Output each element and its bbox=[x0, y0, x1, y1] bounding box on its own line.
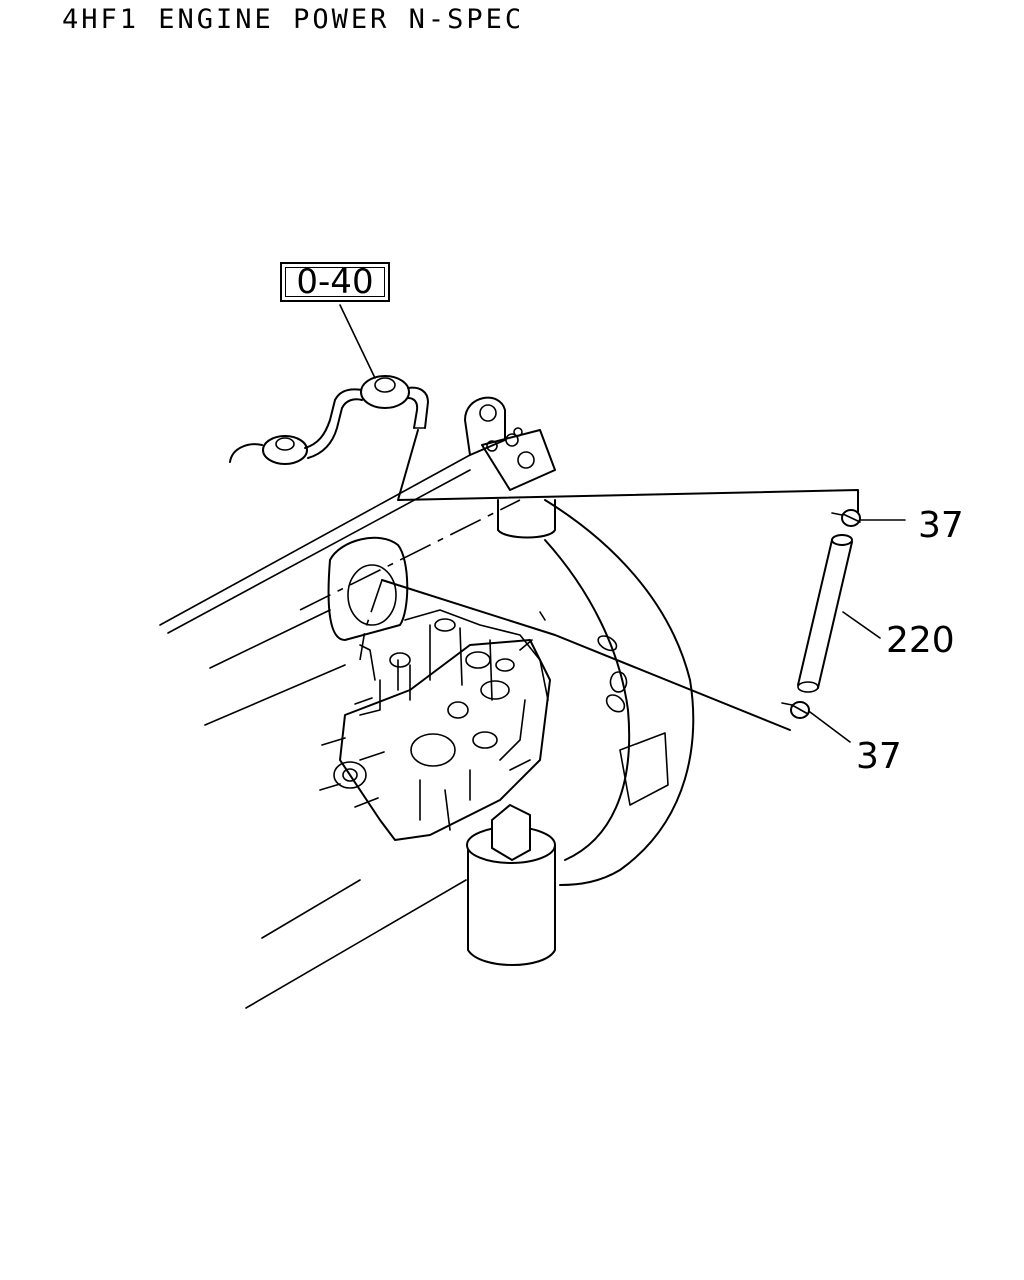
hose-clip-top bbox=[831, 509, 861, 527]
engine-block-outline bbox=[159, 454, 521, 1009]
fuel-filter bbox=[466, 803, 556, 966]
callout-reference-box[interactable]: 0-40 bbox=[280, 262, 390, 302]
callout-clip-bottom[interactable]: 37 bbox=[856, 736, 902, 777]
hose-clip-bottom bbox=[781, 701, 810, 719]
flywheel-housing bbox=[544, 499, 695, 886]
injection-pump bbox=[319, 609, 551, 841]
wire-harness bbox=[229, 375, 429, 465]
leader-lines bbox=[339, 304, 906, 743]
hose bbox=[797, 534, 853, 693]
diagram-title: 4HF1 ENGINE POWER N-SPEC bbox=[62, 4, 525, 35]
engine-mount bbox=[464, 396, 556, 539]
callout-hose[interactable]: 220 bbox=[886, 620, 955, 661]
callout-clip-top[interactable]: 37 bbox=[918, 505, 964, 546]
rear-plate bbox=[327, 536, 409, 641]
